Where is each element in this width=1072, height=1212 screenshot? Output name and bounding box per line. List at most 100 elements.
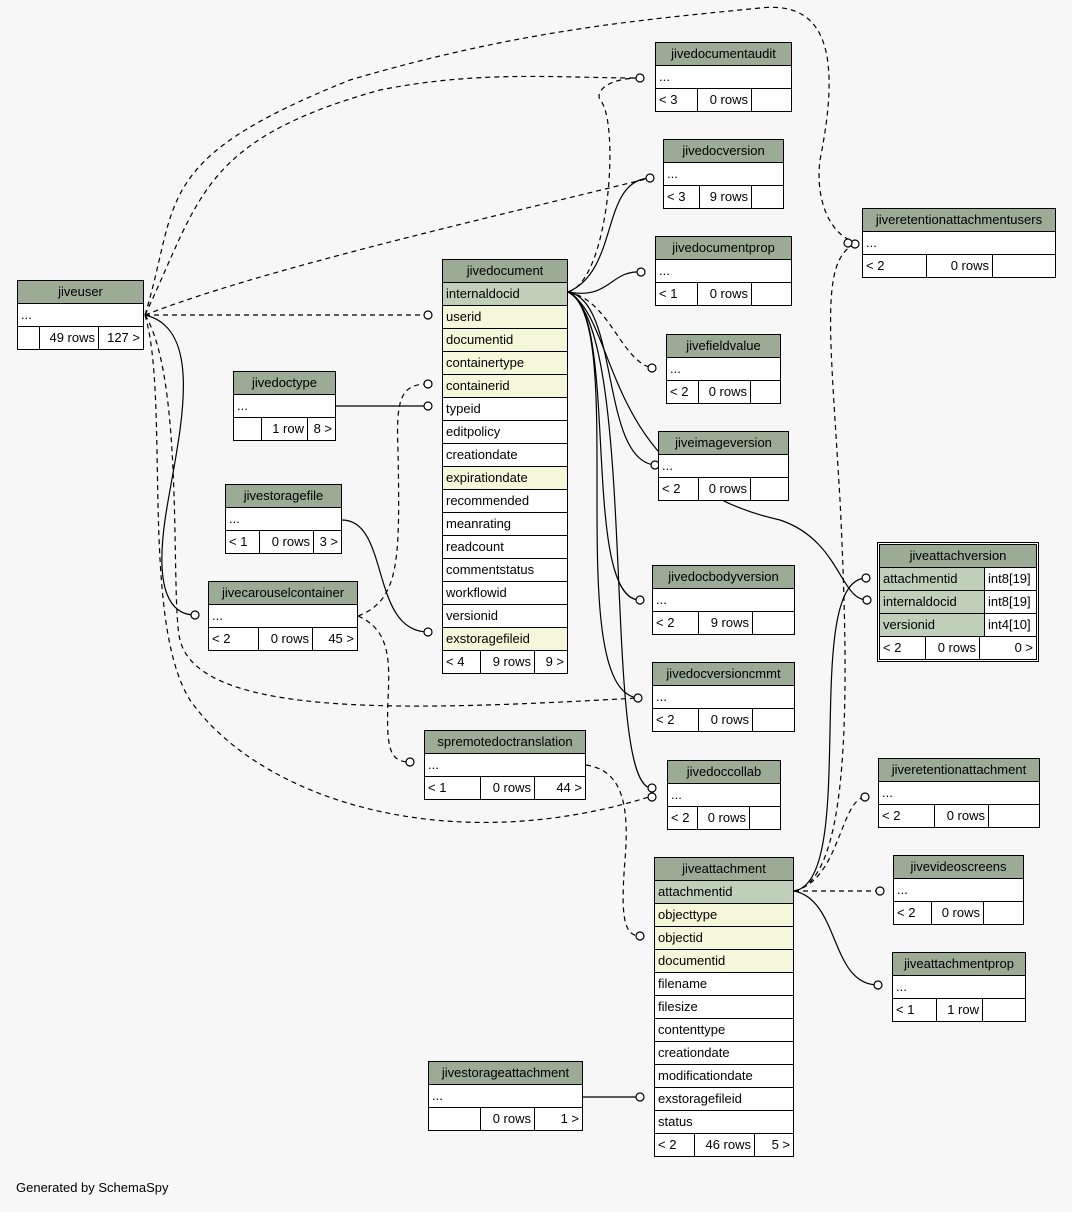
column-exstoragefileid[interactable]: exstoragefileid [655, 1088, 793, 1111]
table-header[interactable]: jiveattachment [655, 858, 793, 881]
column-documentid[interactable]: documentid [443, 329, 567, 352]
column-ellipsis[interactable]: ... [894, 879, 1023, 902]
table-header[interactable]: jivedoctype [234, 372, 335, 395]
row-count: 0 rows [698, 283, 752, 305]
column-ellipsis[interactable]: ... [667, 358, 780, 381]
column-filesize[interactable]: filesize [655, 996, 793, 1019]
table-header[interactable]: jivecarouselcontainer [209, 582, 357, 605]
column-ellipsis[interactable]: ... [668, 784, 780, 807]
column-userid[interactable]: userid [443, 306, 567, 329]
column-readcount[interactable]: readcount [443, 536, 567, 559]
column-ellipsis[interactable]: ... [659, 455, 788, 478]
table-header[interactable]: jiveattachmentprop [893, 953, 1025, 976]
table-header[interactable]: jivefieldvalue [667, 335, 780, 358]
column-objecttype[interactable]: objecttype [655, 904, 793, 927]
table-header[interactable]: jivestoragefile [226, 485, 341, 508]
table-header[interactable]: jivedocument [443, 260, 567, 283]
crowfoot-marker [860, 792, 870, 802]
parent-count: < 2 [894, 902, 932, 924]
column-ellipsis[interactable]: ... [653, 686, 794, 709]
table-header[interactable]: jivedocumentprop [656, 237, 791, 260]
column-ellipsis[interactable]: ... [18, 304, 143, 327]
column-creationdate[interactable]: creationdate [443, 444, 567, 467]
table-header[interactable]: jivedocumentaudit [656, 43, 791, 66]
column-versionid[interactable]: versionid [443, 605, 567, 628]
column-meanrating[interactable]: meanrating [443, 513, 567, 536]
table-header[interactable]: jivedoccollab [668, 761, 780, 784]
row-count: 1 row [262, 418, 308, 440]
column-ellipsis[interactable]: ... [879, 782, 1039, 805]
column-recommended[interactable]: recommended [443, 490, 567, 513]
column-commentstatus[interactable]: commentstatus [443, 559, 567, 582]
column-objectid[interactable]: objectid [655, 927, 793, 950]
column-attachmentid[interactable]: attachmentid [655, 881, 793, 904]
column-ellipsis[interactable]: ... [656, 66, 791, 89]
table-header[interactable]: jivedocversioncmmt [653, 663, 794, 686]
table-header[interactable]: jivedocbodyversion [653, 566, 794, 589]
column-ellipsis[interactable]: ... [234, 395, 335, 418]
column-editpolicy[interactable]: editpolicy [443, 421, 567, 444]
column-workflowid[interactable]: workflowid [443, 582, 567, 605]
column-ellipsis[interactable]: ... [425, 754, 585, 777]
table-header[interactable]: jiveretentionattachment [879, 759, 1039, 782]
column-ellipsis[interactable]: ... [664, 163, 783, 186]
column-filename[interactable]: filename [655, 973, 793, 996]
table-header[interactable]: jivevideoscreens [894, 856, 1023, 879]
column-status[interactable]: status [655, 1111, 793, 1134]
column-internaldocid[interactable]: internaldocid [443, 283, 567, 306]
column-typeid[interactable]: typeid [443, 398, 567, 421]
column-creationdate[interactable]: creationdate [655, 1042, 793, 1065]
column-contenttype[interactable]: contenttype [655, 1019, 793, 1042]
column-ellipsis[interactable]: ... [226, 508, 341, 531]
column-ellipsis[interactable]: ... [429, 1085, 582, 1108]
table-header[interactable]: jivestorageattachment [429, 1062, 582, 1085]
table-header[interactable]: jiveimageversion [659, 432, 788, 455]
table-header[interactable]: jivedocversion [664, 140, 783, 163]
column-expirationdate[interactable]: expirationdate [443, 467, 567, 490]
column-ellipsis[interactable]: ... [209, 605, 357, 628]
table-header[interactable]: jiveretentionattachmentusers [863, 209, 1055, 232]
column-ellipsis[interactable]: ... [863, 232, 1055, 255]
column-containerid[interactable]: containerid [443, 375, 567, 398]
child-count: 5 > [771, 1137, 790, 1152]
column-exstoragefileid[interactable]: exstoragefileid [443, 628, 567, 651]
column-ellipsis[interactable]: ... [653, 589, 794, 612]
table-header[interactable]: jiveattachversion [880, 545, 1036, 568]
crowfoot-marker [875, 886, 885, 896]
row-count: 49 rows [40, 327, 99, 349]
column-modificationdate[interactable]: modificationdate [655, 1065, 793, 1088]
child-count [752, 186, 783, 208]
table-header[interactable]: spremotedoctranslation [425, 731, 585, 754]
child-count [753, 612, 794, 634]
column-ellipsis[interactable]: ... [656, 260, 791, 283]
table-header[interactable]: jiveuser [18, 281, 143, 304]
column-containertype[interactable]: containertype [443, 352, 567, 375]
column-ellipsis[interactable]: ... [893, 976, 1025, 999]
column-documentid[interactable]: documentid [655, 950, 793, 973]
